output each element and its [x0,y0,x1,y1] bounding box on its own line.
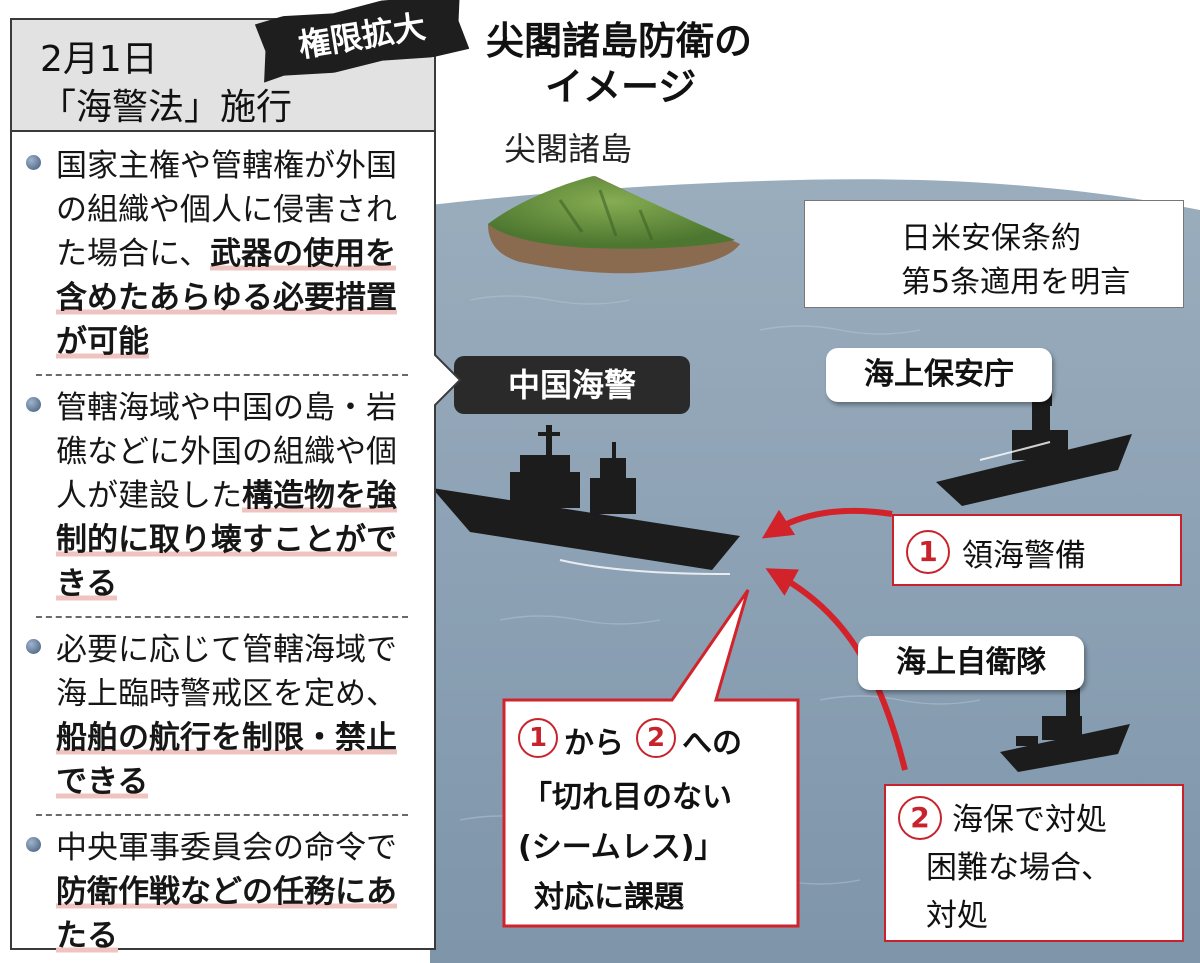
item-plain: 必要に応じて管轄海域で海上臨時警戒区を定め、 [56,632,397,712]
bullet-dot-icon [26,639,41,654]
law-item-2: 管轄海域や中国の島・岩礁などに外国の組織や個人が建設した構造物を強制的に取り壊す… [20,386,420,606]
step2-line2: 困難な場合、 [926,850,1112,886]
step1-box: 1 領海警備 [892,514,1182,586]
arrow-step2 [765,568,908,771]
divider [36,814,408,816]
china-coast-guard-ship [432,425,740,570]
china-coast-guard-tag: 中国海警 [454,356,690,414]
bullet-dot-icon [26,397,41,412]
step1-number: 1 [906,530,950,574]
item-highlight: 防衛作戦などの任務にあたる [56,874,397,954]
step2-line3: 対処 [926,898,988,934]
title-line2: イメージ [545,65,697,109]
bullet-dot-icon [26,837,41,852]
step2-box: 2 海保で対処 困難な場合、 対処 [884,784,1184,942]
treaty-line1: 日米安保条約 [901,221,1081,256]
treaty-box: 日米安保条約 第5条適用を明言 [804,200,1184,308]
callout-shape [502,589,800,928]
arrow-step1 [761,507,893,539]
jsdf-ship [1000,678,1130,772]
law-item-4: 中央軍事委員会の命令で防衛作戦などの任務にあたる [20,826,420,958]
panel-law-title: 「海警法」施行 [40,87,293,128]
callout-mid: から [564,726,624,761]
island-label: 尖閣諸島 [504,130,633,168]
title-line1: 尖閣諸島防衛の [486,19,753,63]
divider [36,374,408,376]
item-plain: 中央軍事委員会の命令で [56,830,397,866]
treaty-line2: 第5条適用を明言 [901,265,1131,300]
callout-line4: 対応に課題 [534,880,684,915]
item-highlight: 船舶の航行を制限・禁止できる [56,720,397,800]
jsdf-tag: 海上自衛隊 [858,636,1084,690]
step2-number: 2 [898,796,942,840]
step2-line1: 海保で対処 [952,802,1107,838]
bullet-dot-icon [26,155,41,170]
item-plain: 国家主権や管轄権が外国の組織や個人に侵害された場合に、 [56,148,397,272]
callout-line2: 「切れ目のない [522,780,732,815]
callout-num-b: 2 [636,718,676,758]
panel-pointer [434,353,462,407]
island-illustration [488,176,740,274]
step1-text: 領海警備 [962,538,1086,574]
divider [36,616,408,618]
law-item-3: 必要に応じて管轄海域で海上臨時警戒区を定め、船舶の航行を制限・禁止できる [20,628,420,804]
jcg-tag: 海上保安庁 [826,348,1052,402]
item-plain: 管轄海域や中国の島・岩礁などに外国の組織や個人が建設した [56,390,397,514]
law-panel: 2月1日 「海警法」施行 国家主権や管轄権が外国の組織や個人に侵害された場合に、… [10,18,436,954]
callout-line3: (シームレス)」 [518,830,725,865]
panel-date: 2月1日 [40,39,158,80]
law-item-1: 国家主権や管轄権が外国の組織や個人に侵害された場合に、武器の使用を含めたあらゆる… [20,144,420,364]
callout-num-a: 1 [518,718,558,758]
callout-end: への [682,726,742,761]
